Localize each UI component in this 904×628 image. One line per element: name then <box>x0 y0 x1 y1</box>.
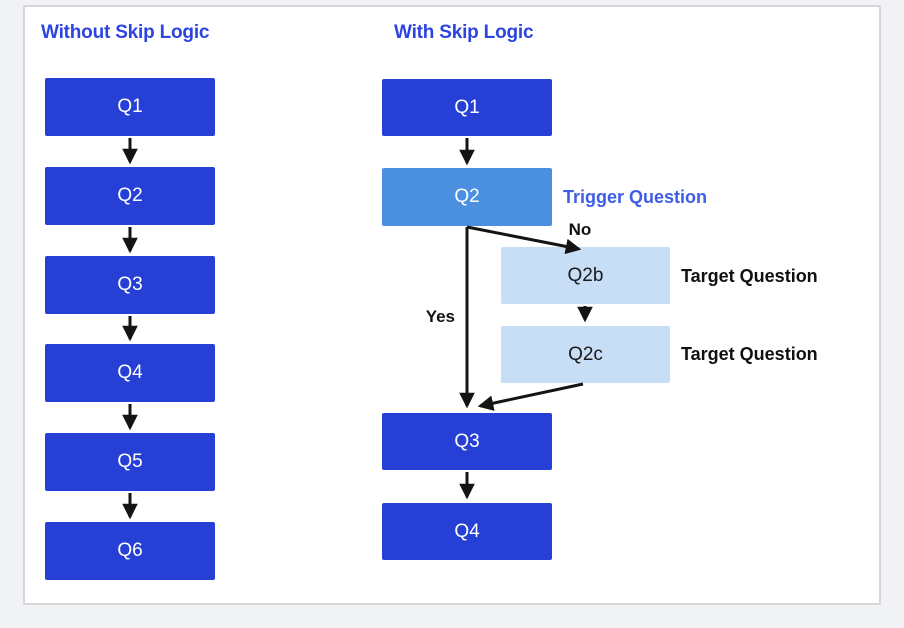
node-label: Q6 <box>117 540 143 561</box>
node-label: Q5 <box>117 451 143 472</box>
node-q4-with: Q4 <box>382 503 552 560</box>
node-label: Q2 <box>117 185 143 206</box>
yes-branch-label: Yes <box>425 307 455 326</box>
target-question-label-2: Target Question <box>681 344 818 364</box>
node-q1-with: Q1 <box>382 79 552 136</box>
node-q5-without: Q5 <box>45 433 215 491</box>
node-label: Q1 <box>454 96 480 118</box>
node-label: Q2b <box>567 264 604 286</box>
with-skip-logic-title: With Skip Logic <box>394 22 534 43</box>
without-skip-logic-title: Without Skip Logic <box>41 22 210 43</box>
node-q3-without: Q3 <box>45 256 215 314</box>
node-label: Q1 <box>117 96 143 117</box>
node-q2-without: Q2 <box>45 167 215 225</box>
node-q4-without: Q4 <box>45 344 215 402</box>
node-label: Q2c <box>568 343 603 365</box>
node-label: Q4 <box>117 362 143 383</box>
node-label: Q2 <box>454 186 480 207</box>
node-label: Q4 <box>454 520 480 542</box>
target-question-label-1: Target Question <box>681 266 818 286</box>
node-label: Q3 <box>454 430 480 452</box>
node-q2-trigger: Q2 <box>382 168 552 226</box>
node-q3-with: Q3 <box>382 413 552 470</box>
no-branch-label: No <box>568 220 592 239</box>
node-q2b-target: Q2b <box>501 247 670 304</box>
node-q6-without: Q6 <box>45 522 215 580</box>
node-q2c-target: Q2c <box>501 326 670 383</box>
node-q1-without: Q1 <box>45 78 215 136</box>
trigger-question-label: Trigger Question <box>563 187 708 207</box>
node-label: Q3 <box>117 274 143 295</box>
